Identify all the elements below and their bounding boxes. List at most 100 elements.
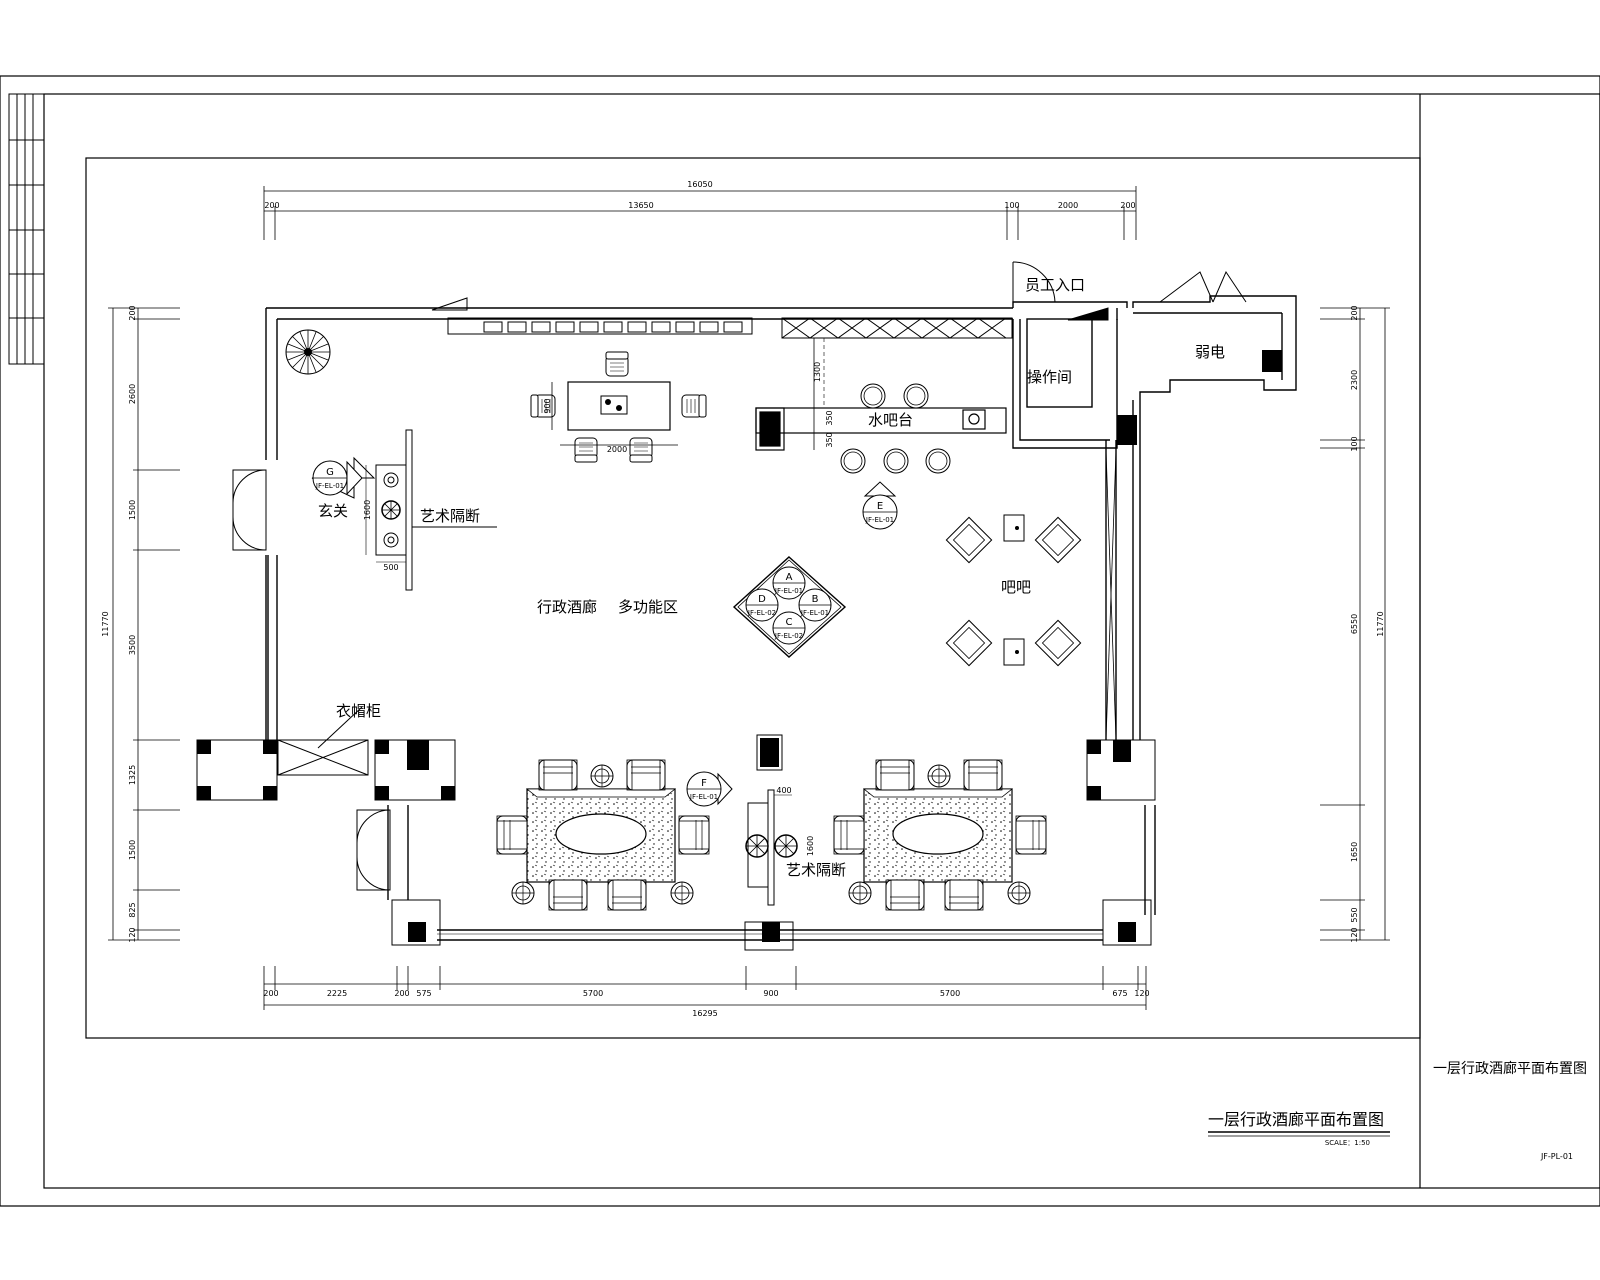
dining-table-left [496, 759, 710, 911]
room-label-coat-room: 衣帽柜 [336, 702, 381, 720]
room-label-staff-entry: 员工入口 [1025, 276, 1085, 294]
top-window-band [447, 317, 1013, 339]
drawing-number: JF-PL-01 [1540, 1152, 1573, 1161]
dim-right-seg: 6550 [1350, 614, 1359, 634]
dim-left-seg: 2600 [128, 384, 137, 404]
dim-bottom-seg: 200 [263, 989, 278, 998]
annex-doors [1159, 270, 1247, 303]
lounge-table-set [530, 351, 707, 463]
display-unit [756, 734, 783, 771]
side-title: 一层行政酒廊平面布置图 [1433, 1060, 1587, 1077]
dim-bottom-seg: 5700 [940, 989, 960, 998]
dim-bar: 1300 [813, 362, 822, 382]
dim-left-seg: 1500 [128, 840, 137, 860]
elevation-sheet: JF-EL-01 [774, 587, 803, 595]
dim-bar: 350 [825, 432, 834, 447]
dim-left-seg: 200 [128, 305, 137, 320]
elevation-letter: F [701, 778, 707, 789]
room-label-weak-current: 弱电 [1195, 343, 1225, 361]
dim-bottom-total: 16295 [692, 1009, 717, 1018]
dim-partition-1: 1600 [363, 500, 372, 520]
dim-left-seg: 825 [128, 902, 137, 917]
elevation-tag-b: B JF-EL-01 [798, 588, 832, 622]
dimension-lines [108, 186, 1390, 1010]
dim-top-seg: 100 [1004, 201, 1019, 210]
elevation-sheet: JF-EL-01 [315, 482, 344, 490]
room-label-art-partition: 艺术隔断 [420, 507, 480, 525]
dim-bottom-seg: 5700 [583, 989, 603, 998]
dim-bottom-seg: 120 [1134, 989, 1149, 998]
art-partition-2 [745, 789, 798, 906]
dim-left-seg: 120 [128, 927, 137, 942]
elevation-tag-a: A JF-EL-01 [772, 566, 806, 600]
dim-table-width: 2000 [607, 445, 627, 454]
plant-icon [285, 329, 331, 375]
dim-top-seg: 200 [1120, 201, 1135, 210]
elevation-letter: B [812, 594, 819, 605]
elevation-sheet: JF-EL-02 [747, 609, 776, 617]
dim-bottom-seg: 2225 [327, 989, 347, 998]
sheet-title: 一层行政酒廊平面布置图 [1208, 1110, 1384, 1129]
staff-entry-door [431, 261, 1109, 321]
dim-right-seg: 2300 [1350, 370, 1359, 390]
title-block: 一层行政酒廊平面布置图 SCALE：1:50 一层行政酒廊平面布置图 JF-PL… [1208, 1060, 1587, 1161]
dim-top-total: 16050 [687, 180, 712, 189]
room-label-multi-area: 多功能区 [618, 598, 678, 616]
room-labels: 玄关 艺术隔断 行政酒廊 多功能区 水吧台 操作间 员工入口 弱电 吧吧 衣帽柜… [318, 276, 1225, 879]
entrance-doors [232, 469, 267, 551]
elevation-sheet: JF-EL-02 [774, 632, 803, 640]
dim-bar: 350 [825, 410, 834, 425]
elevation-tag-f: F JF-EL-01 [686, 771, 733, 807]
water-bar-counter [755, 338, 1007, 451]
dim-right-total: 11770 [1376, 611, 1385, 636]
dim-bottom-seg: 200 [394, 989, 409, 998]
room-label-entrance: 玄关 [318, 502, 348, 520]
dim-right-seg: 120 [1350, 927, 1359, 942]
room-label-bar: 吧吧 [1001, 578, 1031, 596]
art-partition-1 [365, 429, 497, 591]
elevation-tag-cluster: A JF-EL-01 B JF-EL-01 D JF-EL-02 C JF-EL… [732, 556, 847, 658]
dim-top-seg: 13650 [628, 201, 653, 210]
dim-top-seg: 2000 [1058, 201, 1078, 210]
dim-right-seg: 1650 [1350, 842, 1359, 862]
dim-left-seg: 3500 [128, 635, 137, 655]
elevation-letter: G [326, 467, 334, 478]
dim-right-seg: 100 [1350, 436, 1359, 451]
dim-right-seg: 200 [1350, 305, 1359, 320]
dimension-labels: 16050 200 13650 100 2000 200 200 2225 20… [101, 180, 1385, 1018]
elevation-letter: D [758, 594, 766, 605]
dim-table-depth: 900 [543, 398, 552, 413]
sheet-scale: SCALE：1:50 [1325, 1139, 1370, 1147]
sheet-frame [0, 75, 1600, 1207]
elevation-tag-c: C JF-EL-02 [772, 611, 806, 645]
coat-cabinet [277, 706, 369, 776]
dim-bottom-seg: 575 [416, 989, 431, 998]
right-glazing [1105, 449, 1117, 741]
elevation-letter: A [786, 572, 793, 583]
dim-partition-2: 400 [776, 786, 791, 795]
elevation-sheet: JF-EL-01 [689, 793, 718, 801]
dim-partition-2: 1600 [806, 836, 815, 856]
bar-lounge-chairs [945, 514, 1082, 667]
exterior-walls [265, 295, 1297, 941]
elevation-sheet: JF-EL-01 [800, 609, 829, 617]
elevation-tag-g: G JF-EL-01 [311, 456, 376, 499]
dim-bottom-seg: 900 [763, 989, 778, 998]
revision-strip [8, 93, 45, 365]
dim-right-seg: 550 [1350, 907, 1359, 922]
elevation-tag-d: D JF-EL-02 [745, 588, 779, 622]
room-label-water-bar: 水吧台 [868, 411, 913, 429]
elevation-letter: C [786, 617, 793, 628]
elevation-letter: E [877, 501, 883, 512]
dim-left-total: 11770 [101, 611, 110, 636]
columns [196, 350, 1282, 951]
elevation-sheet: JF-EL-01 [865, 516, 894, 524]
dim-left-seg: 1325 [128, 765, 137, 785]
elevation-tag-e: E JF-EL-01 [862, 481, 898, 530]
dim-bottom-seg: 675 [1112, 989, 1127, 998]
dim-left-seg: 1500 [128, 500, 137, 520]
room-label-lounge: 行政酒廊 [537, 598, 597, 616]
coatroom-doors [356, 809, 391, 891]
dim-top-seg: 200 [264, 201, 279, 210]
